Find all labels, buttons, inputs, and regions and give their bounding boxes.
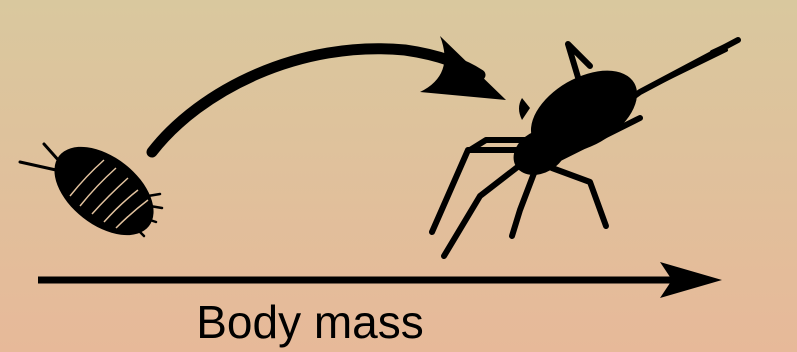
body-mass-label: Body mass	[0, 292, 620, 352]
